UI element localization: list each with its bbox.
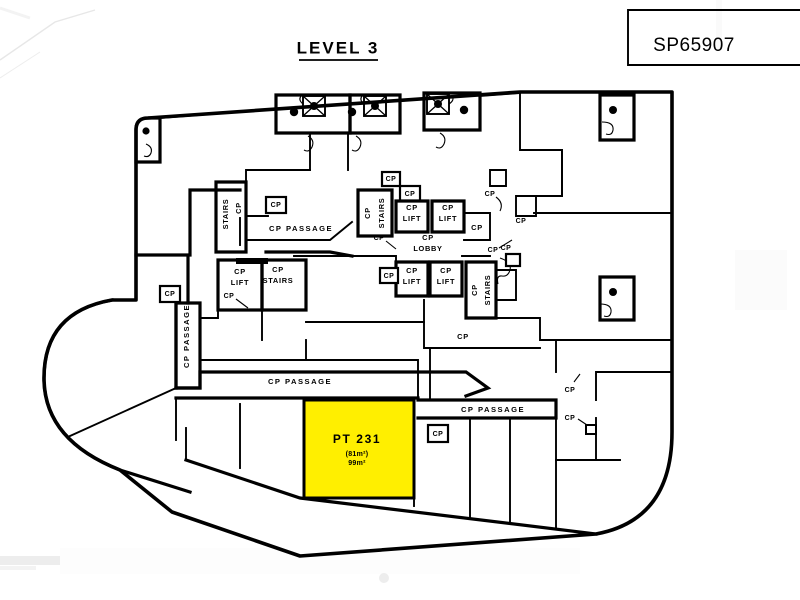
lobby-label-1: CP: [422, 233, 434, 242]
plan-title: LEVEL 3: [297, 38, 380, 57]
right-fixture-rooms: [519, 91, 673, 322]
lot-number-label: PT 231: [333, 432, 381, 446]
lift-upper-left-label-1: CP: [406, 203, 418, 212]
top-fixture-rooms: [134, 91, 522, 171]
passage-upper: CP CP PASSAGE: [245, 169, 354, 241]
cp-lower-right-2-label: CP: [565, 415, 576, 422]
passage-upper-label: CP PASSAGE: [269, 224, 333, 233]
lower-parking-area: PT 231 (81m²) 99m² CP CP CP: [174, 339, 673, 529]
cp-marker-label: CP: [165, 291, 176, 298]
stairs-mid-label-1: CP: [272, 265, 284, 274]
cp-leader-lobby-left: CP: [374, 235, 397, 250]
right-core: CP STAIRS CP CP CP CP: [464, 149, 673, 341]
stairs-center-label-2: STAIRS: [377, 198, 386, 229]
stairs-right-label-2: STAIRS: [483, 275, 492, 306]
lift-lower-left-label-1: CP: [406, 266, 418, 275]
central-core: CP STAIRS CP CP CP LIFT CP LIFT CP CP LO…: [264, 170, 491, 298]
cp-lot-label: CP: [433, 431, 444, 438]
cp-marker-box-lot: [426, 423, 450, 444]
cp-lobby-left-label: CP: [374, 235, 385, 242]
cp-right-core-label: CP: [501, 245, 512, 252]
lot-area-bracketed: (81m²): [346, 451, 369, 458]
passage-lower-right-label: CP PASSAGE: [461, 405, 525, 414]
cp-marker-box-upper: [264, 195, 288, 215]
passage-left-label: CP PASSAGE: [182, 304, 191, 368]
stairs-left-room: STAIRS CP: [214, 180, 248, 254]
cp-marker-box-core-top: [380, 170, 402, 188]
highlighted-lot-pt231[interactable]: [302, 398, 416, 500]
lift-upper-right-label-1: CP: [442, 203, 454, 212]
stairs-left-label-2: CP: [234, 202, 243, 214]
plan-number-box: SP65907: [627, 9, 800, 66]
cp-core-lower-label: CP: [384, 273, 395, 280]
cp-marker-upper-label: CP: [271, 202, 282, 209]
mid-left-core: CP LIFT CP STAIRS CP: [199, 258, 308, 341]
passage-mid-label: CP PASSAGE: [268, 377, 332, 386]
lift-lower-right-label-2: LIFT: [437, 277, 455, 286]
stairs-left-label-1: STAIRS: [221, 199, 230, 230]
lift-mid-left-label-2: LIFT: [231, 278, 249, 287]
lift-upper-right-label-2: LIFT: [439, 214, 457, 223]
cp-upper-right-1-label: CP: [485, 191, 496, 198]
lift-upper-left-label-2: LIFT: [403, 214, 421, 223]
plan-title-group: LEVEL 3: [297, 38, 380, 61]
bottom-boundary: [183, 457, 598, 536]
stairs-center-label-1: CP: [363, 207, 372, 219]
lift-lower-left-label-2: LIFT: [403, 277, 421, 286]
cp-core-right-label: CP: [471, 223, 483, 232]
cp-marker-box: [158, 284, 182, 304]
lift-mid-left-label-1: CP: [234, 267, 246, 276]
passage-mid: CP PASSAGE: [174, 370, 492, 399]
plan-number: SP65907: [653, 35, 735, 56]
cp-midleft-label: CP: [224, 293, 235, 300]
cp-upper-right-3-label: CP: [488, 247, 499, 254]
stairs-right-label-1: CP: [470, 284, 479, 296]
lobby-label-2: LOBBY: [413, 244, 442, 253]
fixture-basin-icon: [142, 127, 150, 135]
cp-marker-box-core-lower: [378, 266, 400, 285]
cp-marker-box-right: [504, 252, 522, 268]
passage-lower-right: CP PASSAGE: [416, 398, 558, 420]
scan-artifacts: [0, 6, 389, 583]
cp-open-right-label: CP: [457, 332, 469, 341]
cp-upper-right-2-label: CP: [516, 218, 527, 225]
lot-area-total: 99m²: [348, 460, 366, 467]
cp-lower-right-1-label: CP: [565, 387, 576, 394]
stairs-mid-label-2: STAIRS: [263, 276, 294, 285]
fixture-wc-icon: [143, 143, 152, 158]
cp-core-label: CP: [405, 191, 416, 198]
lift-lower-right-label-1: CP: [440, 266, 452, 275]
cp-core-top-label: CP: [386, 176, 397, 183]
